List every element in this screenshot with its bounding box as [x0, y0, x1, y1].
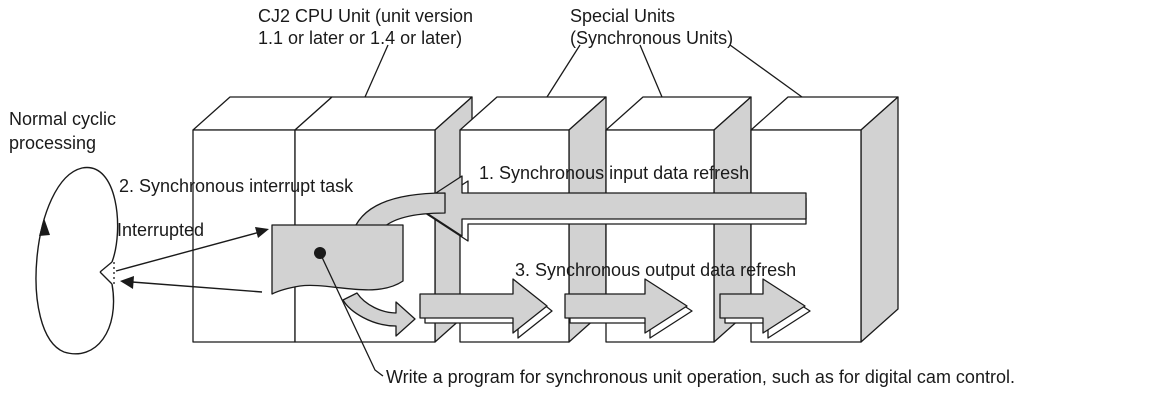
output-arrow-2: [564, 278, 688, 334]
cpu-unit-label-2: 1.1 or later or 1.4 or later): [258, 28, 462, 48]
output-refresh-label: 3. Synchronous output data refresh: [515, 260, 796, 280]
output-refresh-arrows: [419, 278, 811, 339]
interrupt-task-label: 2. Synchronous interrupt task: [119, 176, 354, 196]
interrupted-arrow-line: [115, 231, 261, 272]
normal-cyclic-label-1: Normal cyclic: [9, 109, 116, 129]
special-units-label-2: (Synchronous Units): [570, 28, 733, 48]
special-leader-1: [546, 44, 581, 98]
input-refresh-arrow: [415, 175, 807, 242]
note-leader-line: [319, 252, 384, 377]
return-arrow-line: [131, 281, 263, 293]
cpu-leader-line: [364, 44, 389, 98]
special-unit-3-side: [860, 96, 899, 343]
cycle-arrow-head: [39, 218, 50, 236]
special-units-label-1: Special Units: [570, 6, 675, 26]
normal-cyclic-label-2: processing: [9, 133, 96, 153]
cycle-break-line: [99, 261, 113, 273]
leader-lines: [319, 44, 803, 377]
note-label: Write a program for synchronous unit ope…: [386, 367, 1015, 387]
special-leader-2: [639, 44, 663, 98]
interrupted-label: Interrupted: [117, 220, 204, 240]
output-arrow-3: [719, 278, 806, 334]
interrupt-curve-bottom: [342, 292, 416, 337]
cyclic-processing-loop: [35, 167, 119, 355]
cycle-ellipse: [35, 167, 119, 355]
interrupted-arrow-head: [255, 227, 269, 238]
interrupt-task-block: [271, 224, 404, 295]
special-leader-3: [729, 44, 803, 98]
input-arrow-body: [415, 175, 807, 237]
interrupt-arrows: [115, 227, 269, 293]
return-arrow-head: [120, 276, 134, 289]
input-refresh-label: 1. Synchronous input data refresh: [479, 163, 749, 183]
cpu-unit-label-1: CJ2 CPU Unit (unit version: [258, 6, 473, 26]
cycle-break-line-2: [99, 271, 113, 285]
output-arrow-1: [419, 278, 548, 334]
